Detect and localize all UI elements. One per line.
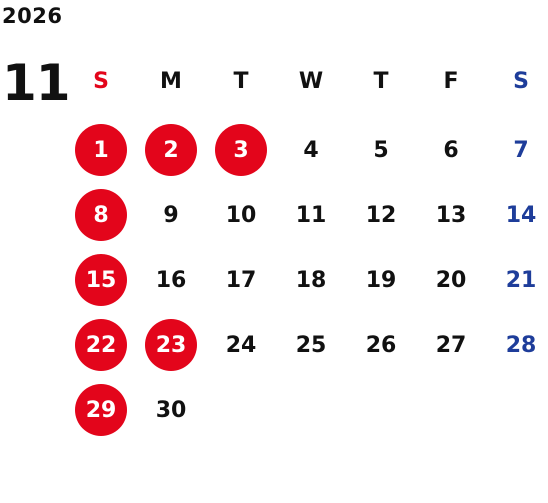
day-number: 4 bbox=[303, 137, 319, 163]
holiday-day-number: 8 bbox=[75, 189, 127, 241]
day-number: 27 bbox=[435, 332, 467, 358]
day-cell-sun[interactable]: 15 bbox=[66, 254, 136, 306]
week-row: 22 23 24 25 26 27 28 bbox=[66, 319, 548, 371]
holiday-day-number: 2 bbox=[145, 124, 197, 176]
day-number: 25 bbox=[295, 332, 327, 358]
day-cell-tue[interactable]: 3 bbox=[206, 124, 276, 176]
day-number: 13 bbox=[435, 202, 467, 228]
weekday-header: S M T W T F S bbox=[66, 55, 548, 107]
day-number: 16 bbox=[155, 267, 187, 293]
weekday-fri: F bbox=[443, 68, 459, 94]
weekday-sat: S bbox=[513, 68, 529, 94]
day-number: 14 bbox=[505, 202, 537, 228]
day-number: 24 bbox=[225, 332, 257, 358]
day-cell-mon[interactable]: 23 bbox=[136, 319, 206, 371]
week-row: 29 30 bbox=[66, 384, 548, 436]
day-cell-sat[interactable]: 21 bbox=[486, 254, 548, 306]
week-row: 8 9 10 11 12 13 14 bbox=[66, 189, 548, 241]
day-number: 11 bbox=[295, 202, 327, 228]
day-number: 28 bbox=[505, 332, 537, 358]
weekday-thu: T bbox=[373, 68, 389, 94]
day-number: 17 bbox=[225, 267, 257, 293]
day-cell-wed[interactable]: 18 bbox=[276, 254, 346, 306]
day-number: 30 bbox=[155, 397, 187, 423]
holiday-day-number: 3 bbox=[215, 124, 267, 176]
day-cell-sun[interactable]: 1 bbox=[66, 124, 136, 176]
day-cell-tue[interactable]: 24 bbox=[206, 319, 276, 371]
weekday-tue: T bbox=[233, 68, 249, 94]
day-cell-wed[interactable]: 25 bbox=[276, 319, 346, 371]
day-cell-thu[interactable]: 26 bbox=[346, 319, 416, 371]
day-number: 26 bbox=[365, 332, 397, 358]
month-label: 11 bbox=[2, 54, 71, 112]
holiday-day-number: 1 bbox=[75, 124, 127, 176]
day-cell-mon[interactable]: 30 bbox=[136, 384, 206, 436]
weekday-wed: W bbox=[298, 68, 324, 94]
weekday-mon: M bbox=[160, 68, 182, 94]
day-number: 21 bbox=[505, 267, 537, 293]
day-cell-sat[interactable]: 28 bbox=[486, 319, 548, 371]
day-number: 10 bbox=[225, 202, 257, 228]
day-cell-tue[interactable]: 17 bbox=[206, 254, 276, 306]
holiday-day-number: 29 bbox=[75, 384, 127, 436]
day-cell-fri[interactable]: 6 bbox=[416, 124, 486, 176]
day-cell-mon[interactable]: 9 bbox=[136, 189, 206, 241]
day-cell-sun[interactable]: 8 bbox=[66, 189, 136, 241]
day-number: 12 bbox=[365, 202, 397, 228]
day-number: 6 bbox=[443, 137, 459, 163]
day-number: 5 bbox=[373, 137, 389, 163]
day-number: 7 bbox=[513, 137, 529, 163]
day-number: 20 bbox=[435, 267, 467, 293]
day-number: 18 bbox=[295, 267, 327, 293]
day-cell-fri[interactable]: 13 bbox=[416, 189, 486, 241]
holiday-day-number: 15 bbox=[75, 254, 127, 306]
weekday-sun: S bbox=[93, 68, 109, 94]
day-cell-thu[interactable]: 12 bbox=[346, 189, 416, 241]
holiday-day-number: 22 bbox=[75, 319, 127, 371]
day-number: 9 bbox=[163, 202, 179, 228]
day-number: 19 bbox=[365, 267, 397, 293]
year-label: 2026 bbox=[2, 4, 63, 28]
day-cell-wed[interactable]: 4 bbox=[276, 124, 346, 176]
day-cell-sat[interactable]: 7 bbox=[486, 124, 548, 176]
week-row: 15 16 17 18 19 20 21 bbox=[66, 254, 548, 306]
holiday-day-number: 23 bbox=[145, 319, 197, 371]
day-cell-thu[interactable]: 5 bbox=[346, 124, 416, 176]
day-cell-wed[interactable]: 11 bbox=[276, 189, 346, 241]
day-cell-sat[interactable]: 14 bbox=[486, 189, 548, 241]
day-cell-sun[interactable]: 29 bbox=[66, 384, 136, 436]
day-cell-mon[interactable]: 2 bbox=[136, 124, 206, 176]
day-cell-fri[interactable]: 27 bbox=[416, 319, 486, 371]
day-cell-mon[interactable]: 16 bbox=[136, 254, 206, 306]
day-cell-tue[interactable]: 10 bbox=[206, 189, 276, 241]
day-cell-fri[interactable]: 20 bbox=[416, 254, 486, 306]
day-cell-sun[interactable]: 22 bbox=[66, 319, 136, 371]
day-cell-thu[interactable]: 19 bbox=[346, 254, 416, 306]
